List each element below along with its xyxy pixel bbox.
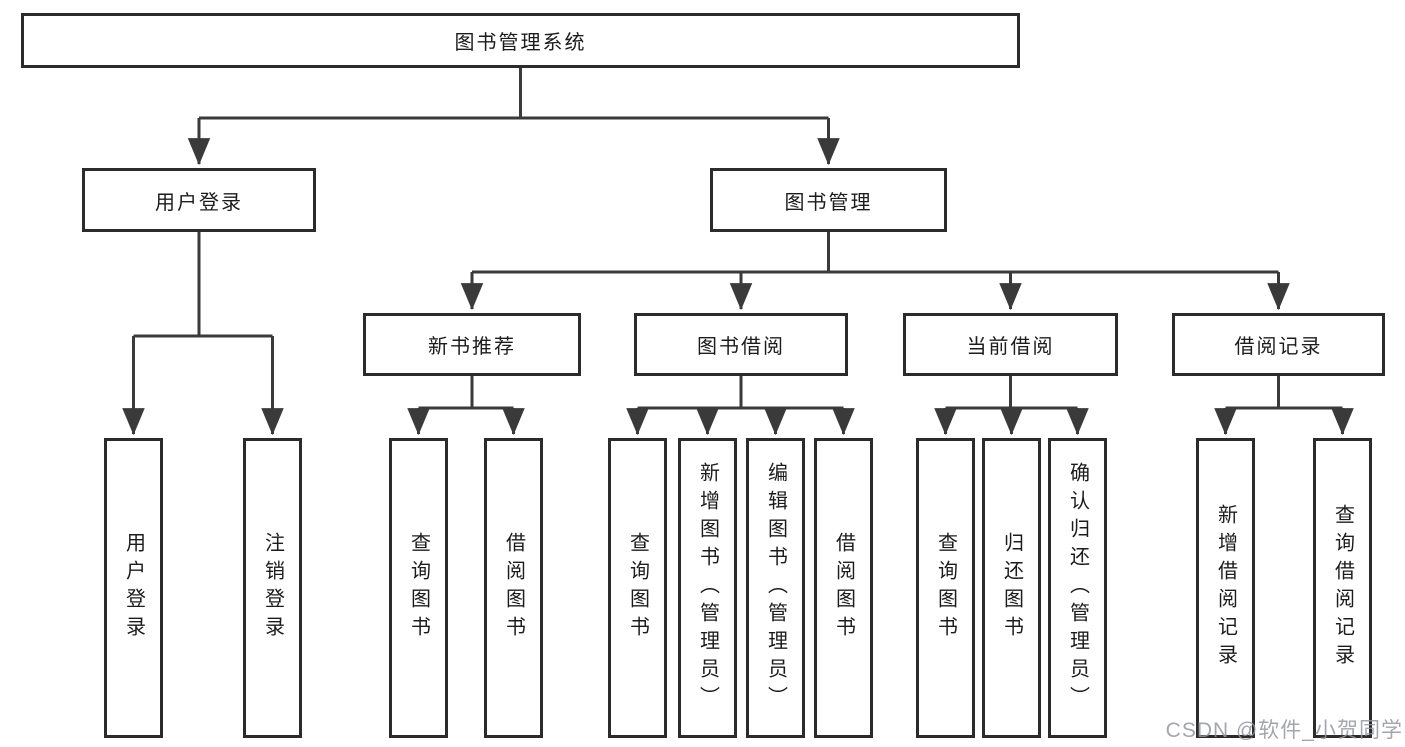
leaf-add-borrow-record: 新增借阅记录 (1196, 438, 1255, 738)
leaf-logout: 注销登录 (243, 438, 302, 738)
leaf-recommend-query-books: 查询图书 (389, 438, 448, 738)
leaf-recommend-query-books-label: 查询图书 (407, 532, 430, 644)
leaf-confirm-return-admin: 确认归还（管理员） (1048, 438, 1107, 738)
node-current-borrowing: 当前借阅 (903, 313, 1118, 376)
node-book-management: 图书管理 (710, 168, 947, 232)
leaf-borrowing-query-books-label: 查询图书 (626, 532, 649, 644)
leaf-add-books-admin: 新增图书（管理员） (678, 438, 737, 738)
leaf-user-login-label: 用户登录 (122, 532, 145, 644)
leaf-user-login: 用户登录 (104, 438, 163, 738)
leaf-current-query-books-label: 查询图书 (934, 532, 957, 644)
leaf-query-borrow-record: 查询借阅记录 (1313, 438, 1372, 738)
leaf-return-books: 归还图书 (982, 438, 1041, 738)
leaf-edit-books-admin-label: 编辑图书（管理员） (764, 462, 787, 714)
leaf-add-books-admin-label: 新增图书（管理员） (696, 462, 719, 714)
node-library-management-system: 图书管理系统 (21, 13, 1020, 68)
csdn-watermark: CSDN @软件_小贺同学 (1165, 719, 1403, 742)
leaf-borrowing-borrow-books-label: 借阅图书 (832, 532, 855, 644)
leaf-recommend-borrow-books: 借阅图书 (484, 438, 543, 738)
leaf-edit-books-admin: 编辑图书（管理员） (746, 438, 805, 738)
node-borrowing-records: 借阅记录 (1172, 313, 1385, 376)
leaf-confirm-return-admin-label: 确认归还（管理员） (1066, 462, 1089, 714)
node-user-login: 用户登录 (82, 168, 316, 232)
node-new-book-recommendation: 新书推荐 (363, 313, 581, 376)
leaf-logout-label: 注销登录 (261, 532, 284, 644)
leaf-borrowing-borrow-books: 借阅图书 (814, 438, 873, 738)
leaf-query-borrow-record-label: 查询借阅记录 (1331, 504, 1354, 672)
leaf-current-query-books: 查询图书 (916, 438, 975, 738)
leaf-recommend-borrow-books-label: 借阅图书 (502, 532, 525, 644)
leaf-add-borrow-record-label: 新增借阅记录 (1214, 504, 1237, 672)
connector-arrows (122, 118, 1354, 436)
leaf-borrowing-query-books: 查询图书 (608, 438, 667, 738)
leaf-return-books-label: 归还图书 (1000, 532, 1023, 644)
node-book-borrowing: 图书借阅 (634, 313, 848, 376)
